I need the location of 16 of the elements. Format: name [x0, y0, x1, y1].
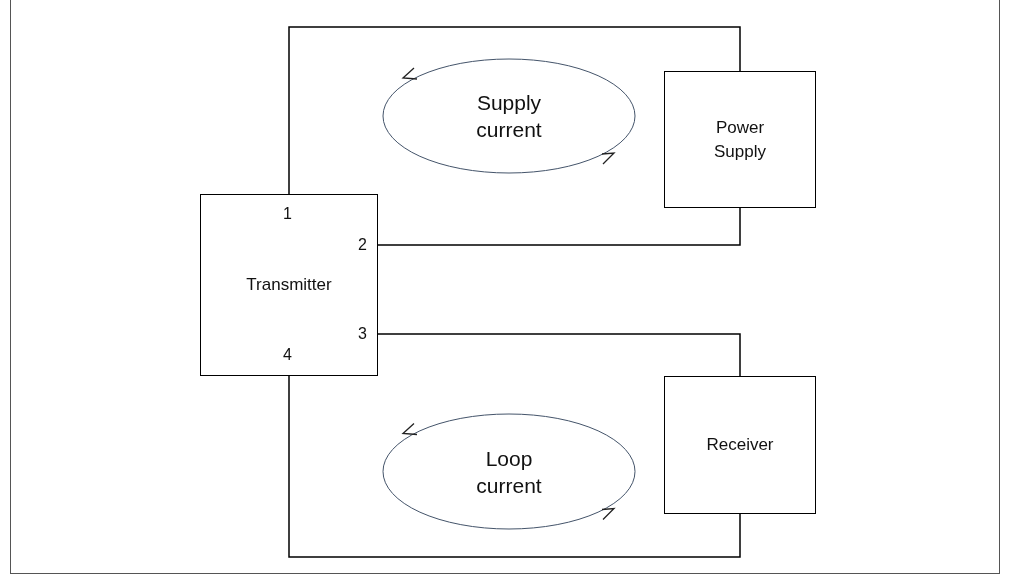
pin-number: 2	[358, 235, 367, 255]
ellipse-label: Loop current	[475, 445, 543, 499]
wire	[288, 375, 741, 558]
box-label: Transmitter	[245, 274, 333, 296]
component-box	[200, 194, 378, 376]
wire	[377, 207, 741, 246]
ellipse-label: Supply current	[475, 90, 543, 143]
component-box	[664, 71, 816, 208]
pin-number: 1	[283, 204, 292, 224]
pin-number: 3	[358, 324, 367, 344]
pin-number: 4	[283, 345, 292, 365]
wire	[288, 26, 741, 195]
box-label: Power Supply	[713, 116, 767, 163]
wire	[377, 333, 741, 377]
component-box	[664, 376, 816, 514]
box-label: Receiver	[705, 434, 775, 456]
